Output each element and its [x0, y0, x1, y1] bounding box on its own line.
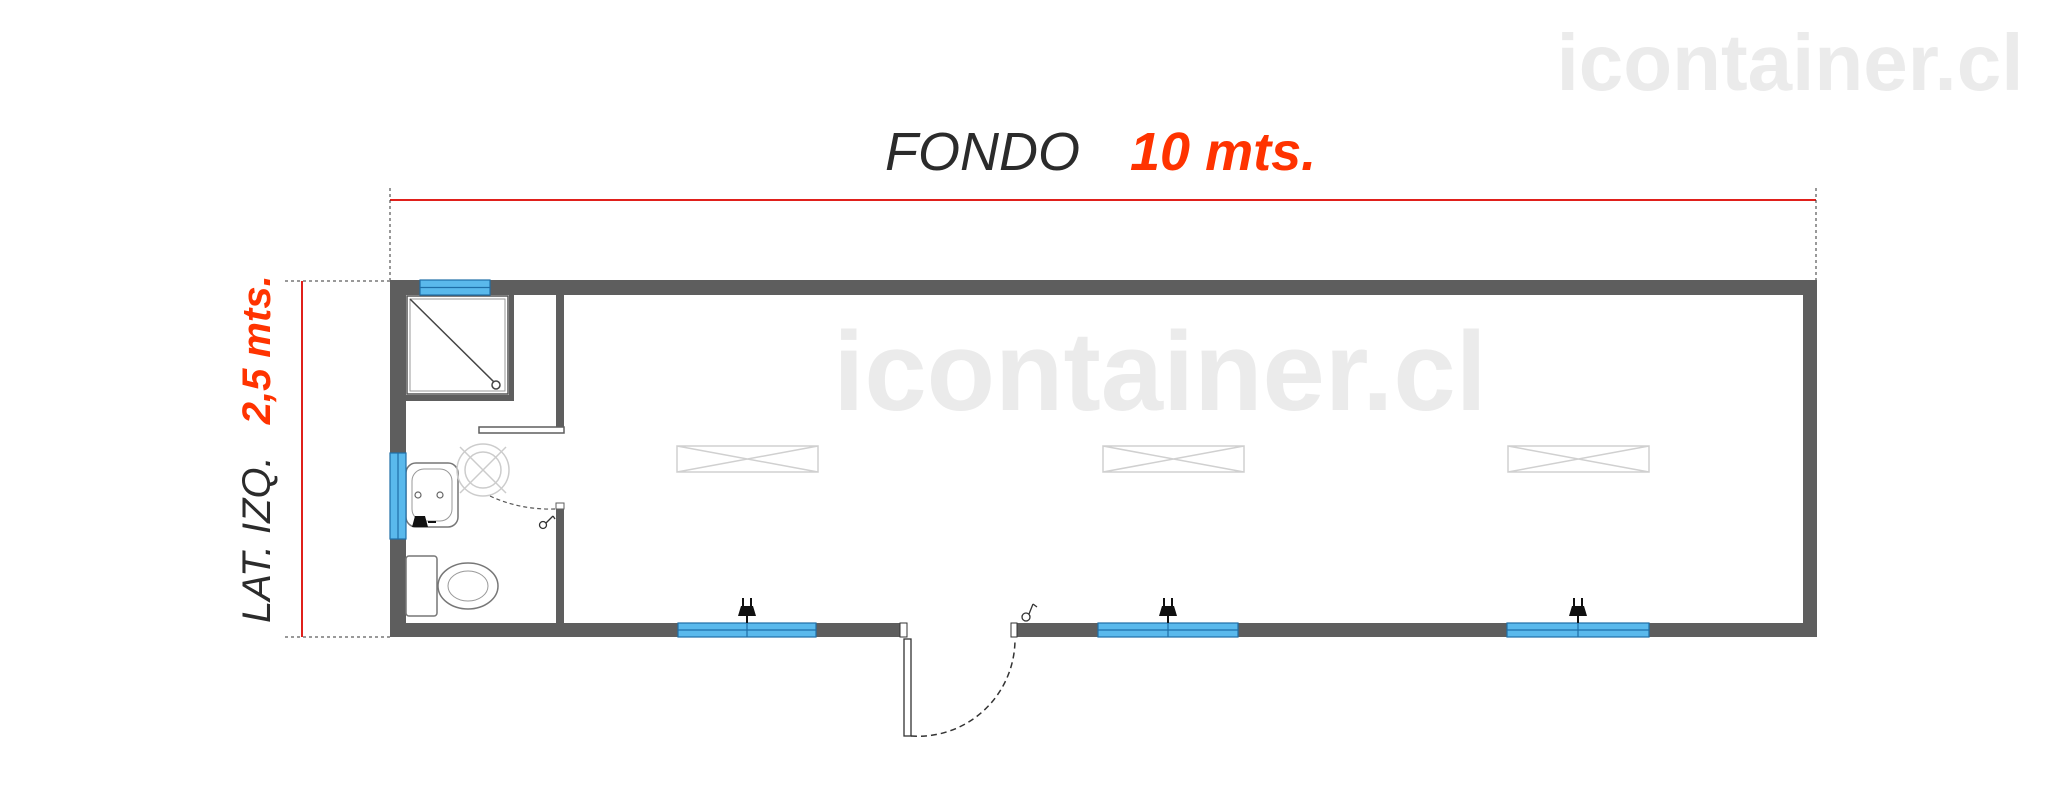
width-dimension: FONDO 10 mts.: [389, 122, 1817, 280]
outlet-icon: [1569, 598, 1587, 623]
door-swing-arc: [910, 638, 1016, 737]
watermark-center: icontainer.cl: [833, 309, 1487, 434]
window-left-bathroom: [389, 452, 407, 540]
bathroom-door-swing: [489, 495, 556, 510]
door-jamb-right: [1010, 622, 1018, 638]
side-dimension: LAT. IZQ. 2,5 mts.: [234, 275, 390, 638]
wall-right: [1803, 280, 1817, 637]
ceiling-light-icon: [1102, 445, 1245, 473]
shower-wall-right: [509, 295, 514, 400]
shower-tray: [406, 295, 509, 395]
window-bottom-3: [1506, 622, 1650, 638]
outlet-icon: [738, 598, 756, 623]
entrance-door: [903, 638, 1016, 737]
toilet-icon: [405, 555, 499, 617]
side-value: 2,5 mts.: [235, 275, 279, 425]
partition-stub: [478, 426, 565, 434]
door-leaf: [903, 638, 912, 737]
door-jamb-left: [899, 622, 908, 638]
window-bottom-1: [677, 622, 817, 638]
ceiling-light-icon: [676, 445, 819, 473]
ceiling-lights: [676, 445, 1650, 473]
shower-drain-icon: [491, 380, 501, 390]
watermark-top-right: icontainer.cl: [1557, 18, 2024, 107]
width-value: 10 mts.: [1130, 122, 1316, 182]
outlets: [412, 516, 1587, 623]
svg-text:LAT. IZQ. 2,5 mts.: LAT. IZQ. 2,5 mts.: [234, 275, 279, 623]
light-switch-icon: [1021, 603, 1038, 622]
bathroom-partitions: [406, 295, 565, 623]
outlet-bathroom-icon: [412, 516, 436, 527]
side-label: LAT. IZQ.: [235, 456, 279, 623]
partition-cap: [555, 502, 565, 510]
bathroom-lamp-icon: [456, 443, 510, 497]
sink-icon: [405, 462, 459, 528]
window-top-bathroom: [419, 279, 491, 296]
outlet-icon: [1159, 598, 1177, 623]
wall-top: [390, 280, 1817, 295]
partition-lower: [556, 507, 564, 623]
width-label: FONDO: [885, 122, 1080, 182]
bathroom-switch-icon: [538, 515, 556, 530]
wall-bottom-left: [390, 623, 906, 637]
window-bottom-2: [1097, 622, 1239, 638]
partition-upper: [556, 295, 564, 431]
ceiling-light-icon: [1507, 445, 1650, 473]
shower-wall-bottom: [406, 395, 514, 401]
